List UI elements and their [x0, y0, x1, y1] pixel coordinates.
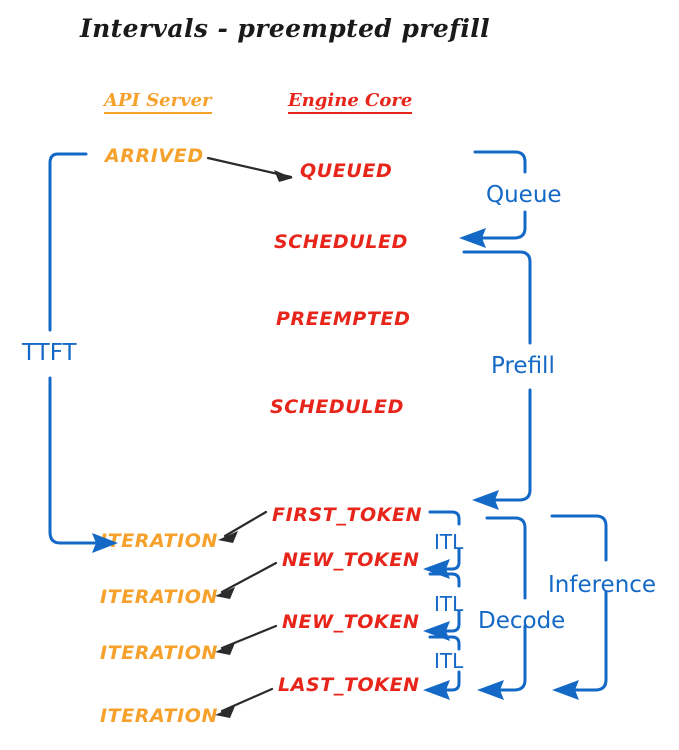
interval-label-inference: Inference [548, 572, 657, 598]
state-new-token-1: NEW_TOKEN [282, 549, 420, 571]
state-queued: QUEUED [300, 160, 393, 182]
arrow-last-token-to-iteration [215, 687, 274, 718]
bracket-prefill [462, 250, 532, 510]
arrow-new-token-2-to-iteration [215, 624, 278, 655]
column-header-engine-core: Engine Core [288, 90, 413, 114]
state-first-token: FIRST_TOKEN [272, 504, 423, 526]
state-iteration-1: ITERATION [100, 530, 219, 552]
interval-label-prefill: Prefill [491, 353, 555, 379]
state-preempted: PREEMPTED [276, 308, 411, 330]
interval-label-itl-1: ITL [434, 530, 464, 554]
interval-label-ttft: TTFT [22, 340, 77, 366]
page-title: Intervals - preempted prefill [80, 14, 491, 43]
state-arrived: ARRIVED [105, 145, 204, 167]
interval-label-itl-3: ITL [434, 649, 464, 673]
state-new-token-2: NEW_TOKEN [282, 611, 420, 633]
column-header-api-server: API Server [104, 90, 212, 114]
state-last-token: LAST_TOKEN [278, 674, 420, 696]
interval-label-queue: Queue [486, 182, 562, 208]
interval-label-decode: Decode [478, 608, 566, 634]
interval-label-itl-2: ITL [434, 592, 464, 616]
state-iteration-2: ITERATION [100, 586, 219, 608]
state-scheduled-2: SCHEDULED [270, 396, 404, 418]
arrow-arrived-to-queued [206, 156, 293, 182]
state-iteration-3: ITERATION [100, 642, 219, 664]
arrow-new-token-1-to-iteration [215, 561, 278, 599]
state-scheduled-1: SCHEDULED [274, 231, 408, 253]
state-iteration-4: ITERATION [100, 705, 219, 727]
arrow-first-token-to-iteration [218, 510, 268, 543]
